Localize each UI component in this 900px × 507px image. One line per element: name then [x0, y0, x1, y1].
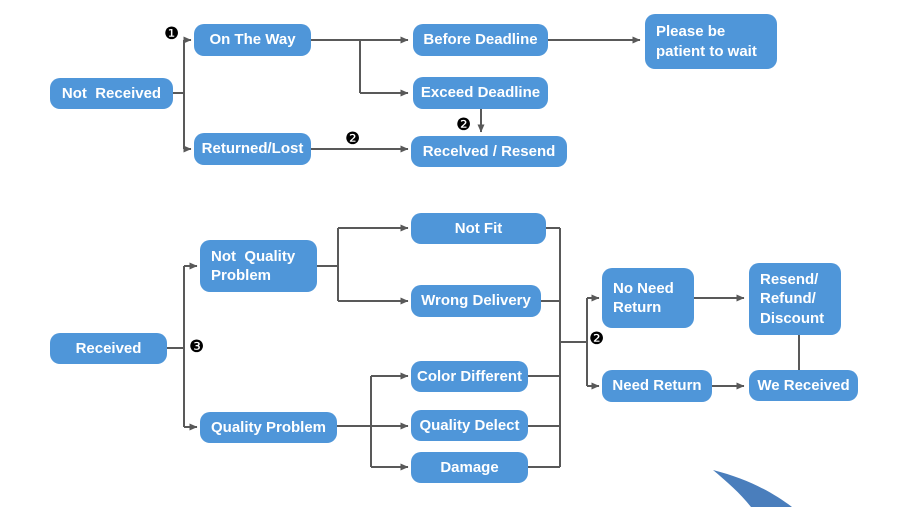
node-no-need-return: No Need Return [602, 268, 694, 328]
step-marker-2-return-branch: ❷ [589, 329, 605, 348]
node-color-different: Color Different [411, 361, 528, 392]
step-marker-1: ❶ [164, 24, 180, 43]
node-returned-lost: Returned/Lost [194, 133, 311, 165]
node-received: Received [50, 333, 167, 364]
step-marker-3: ❸ [189, 337, 205, 356]
connector-notquality-rail [317, 228, 339, 301]
node-quality-delect: Quality Delect [411, 410, 528, 441]
swoosh-decoration [713, 470, 792, 507]
node-not-fit: Not Fit [411, 213, 546, 244]
node-please-wait: Please be patient to wait [645, 14, 777, 69]
node-not-quality-problem: Not Quality Problem [200, 240, 317, 292]
node-resend-refund-discount: Resend/ Refund/ Discount [749, 263, 841, 335]
connector-received-rail [167, 266, 185, 427]
node-quality-problem: Quality Problem [200, 412, 337, 443]
connector-collector-rail [559, 228, 588, 467]
node-need-return: Need Return [602, 370, 712, 402]
connector-collector-stubs [528, 227, 560, 468]
connector-ontheway-rail [311, 39, 361, 93]
node-not-received: Not Received [50, 78, 173, 109]
step-marker-2-returned-lost: ❷ [345, 129, 361, 148]
node-on-the-way: On The Way [194, 24, 311, 56]
node-before-deadline: Before Deadline [413, 24, 548, 56]
node-wrong-delivery: Wrong Delivery [411, 285, 541, 317]
node-damage: Damage [411, 452, 528, 483]
connector-notreceived-rail [173, 40, 185, 149]
node-exceed-deadline: Exceed Deadline [413, 77, 548, 109]
node-we-received: We Received [749, 370, 858, 401]
step-marker-2-exceed-deadline: ❷ [456, 115, 472, 134]
node-received-resend: Recelved / Resend [411, 136, 567, 167]
